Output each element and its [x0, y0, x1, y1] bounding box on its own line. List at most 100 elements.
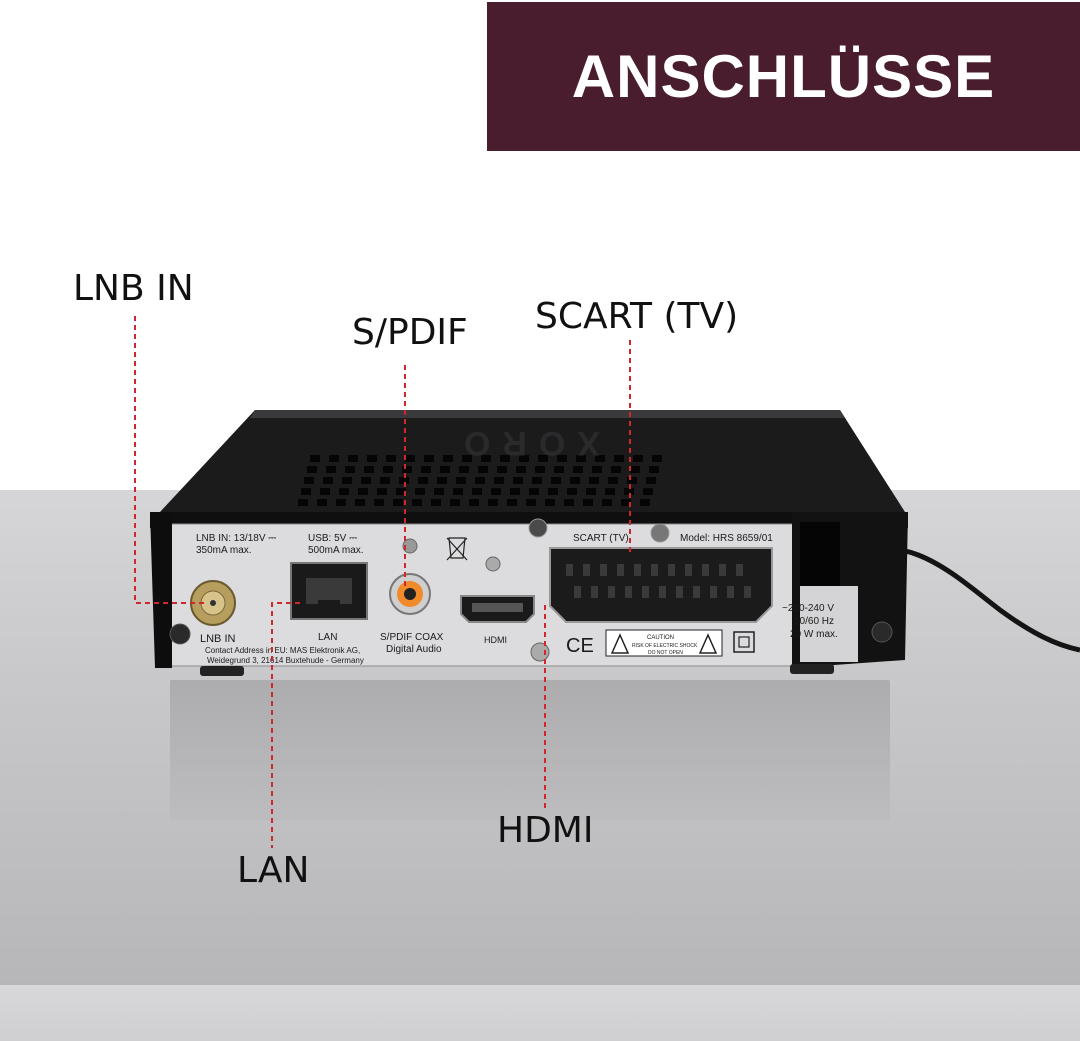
port-label-lan: LAN	[318, 632, 337, 643]
vent-hole	[478, 466, 488, 473]
vent-hole	[557, 455, 567, 462]
brand-emboss: XORO	[452, 424, 600, 462]
scart-pin	[617, 564, 624, 576]
scart-pin	[583, 564, 590, 576]
vent-hole	[298, 499, 308, 506]
vent-hole	[481, 455, 491, 462]
vent-hole	[643, 488, 653, 495]
port-label-hdmi: HDMI	[484, 635, 507, 645]
vent-hole	[469, 499, 479, 506]
vent-hole	[652, 455, 662, 462]
screw	[169, 623, 191, 645]
vent-hole	[535, 466, 545, 473]
model-label: Model: HRS 8659/01	[680, 533, 773, 544]
callout-spdif: S/PDIF	[352, 312, 468, 353]
vent-hole	[402, 466, 412, 473]
vent-hole	[497, 466, 507, 473]
vent-hole	[437, 477, 447, 484]
vent-hole	[491, 488, 501, 495]
vent-hole	[453, 488, 463, 495]
scart-pin	[651, 564, 658, 576]
callout-hdmi: HDMI	[497, 810, 594, 851]
vent-hole	[640, 499, 650, 506]
vent-hole	[551, 477, 561, 484]
vent-hole	[450, 499, 460, 506]
callout-scart: SCART (TV)	[535, 296, 739, 337]
scart-pin	[659, 586, 666, 598]
scart-pin	[608, 586, 615, 598]
scart-pin	[668, 564, 675, 576]
scart-pin	[591, 586, 598, 598]
vent-hole	[443, 455, 453, 462]
scart-pin	[642, 586, 649, 598]
title-banner: ANSCHLÜSSE	[487, 2, 1080, 151]
vent-hole	[405, 455, 415, 462]
vent-hole	[472, 488, 482, 495]
scart-pin	[634, 564, 641, 576]
vent-hole	[412, 499, 422, 506]
ventilation-grille	[298, 455, 662, 506]
vent-hole	[320, 488, 330, 495]
power-line1: ~220-240 V	[782, 603, 834, 614]
vent-hole	[364, 466, 374, 473]
scart-pin	[625, 586, 632, 598]
leader-lan	[271, 602, 300, 848]
vent-hole	[326, 466, 336, 473]
vent-hole	[624, 488, 634, 495]
vent-hole	[532, 477, 542, 484]
vent-hole	[323, 477, 333, 484]
vent-hole	[510, 488, 520, 495]
scart-pin	[736, 564, 743, 576]
scart-port-icon	[549, 547, 773, 623]
warning-icon	[610, 633, 630, 654]
vent-hole	[380, 477, 390, 484]
scart-pin	[710, 586, 717, 598]
caution-line2: RISK OF ELECTRIC SHOCK	[632, 643, 698, 649]
port-label-spdif-2: Digital Audio	[386, 644, 442, 655]
vent-hole	[570, 477, 580, 484]
vent-hole	[488, 499, 498, 506]
vent-hole	[345, 466, 355, 473]
vent-hole	[348, 455, 358, 462]
vent-hole	[494, 477, 504, 484]
vent-hole	[605, 488, 615, 495]
vent-hole	[548, 488, 558, 495]
vent-hole	[519, 455, 529, 462]
vent-hole	[374, 499, 384, 506]
port-label-spdif-1: S/PDIF COAX	[380, 632, 444, 643]
vent-hole	[456, 477, 466, 484]
vent-hole	[310, 455, 320, 462]
vent-hole	[529, 488, 539, 495]
vent-hole	[475, 477, 485, 484]
class-two-icon	[733, 631, 755, 653]
usb-spec-line2: 500mA max.	[308, 545, 364, 556]
screw	[650, 523, 670, 543]
vent-hole	[317, 499, 327, 506]
screw	[528, 518, 548, 538]
vent-hole	[431, 499, 441, 506]
ce-mark: CE	[566, 635, 594, 657]
caution-title: CAUTION	[647, 635, 674, 641]
caution-line3: DO NOT OPEN	[648, 650, 683, 656]
leader-lnb	[134, 316, 208, 604]
scart-pin	[702, 564, 709, 576]
vent-hole	[434, 488, 444, 495]
vent-hole	[459, 466, 469, 473]
vent-hole	[627, 477, 637, 484]
vent-hole	[513, 477, 523, 484]
vent-hole	[516, 466, 526, 473]
vent-hole	[576, 455, 586, 462]
vent-hole	[336, 499, 346, 506]
scart-pin	[574, 586, 581, 598]
scart-panel-label: SCART (TV)	[573, 533, 629, 544]
power-line3: 20 W max.	[790, 629, 838, 640]
vent-hole	[355, 499, 365, 506]
vent-hole	[421, 466, 431, 473]
vent-hole	[367, 455, 377, 462]
vent-hole	[633, 455, 643, 462]
vent-hole	[339, 488, 349, 495]
vent-hole	[440, 466, 450, 473]
leader-lines	[134, 316, 631, 848]
vent-hole	[399, 477, 409, 484]
